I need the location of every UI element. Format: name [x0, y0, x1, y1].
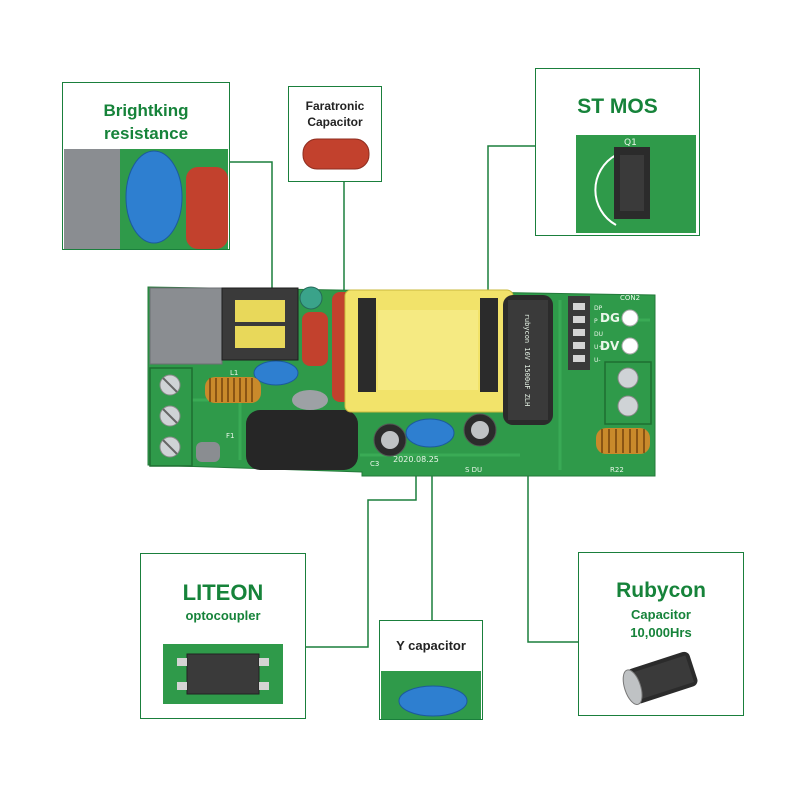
terminal-block-left: [149, 367, 193, 467]
common-mode-choke: [221, 287, 299, 361]
callout-y-capacitor: Y capacitor: [379, 620, 483, 720]
inductor-l1: [205, 377, 261, 403]
brightking-photo: [64, 149, 228, 249]
label-dg: DG: [600, 311, 620, 325]
electrolytic-capacitor-photo: [622, 651, 698, 705]
pin-label-0: DP: [594, 305, 603, 312]
svg-text:rubycon 16V 1500uF ZLH: rubycon 16V 1500uF ZLH: [523, 314, 531, 407]
output-inductor: [596, 428, 650, 454]
rubycon-subtitle: Capacitor: [631, 607, 691, 622]
st-mos-title: ST MOS: [577, 95, 658, 118]
rubycon-lifetime: 10,000Hrs: [630, 625, 692, 640]
label-r22: R22: [610, 466, 624, 474]
terminal-block-right: [604, 361, 652, 425]
callout-brightking: Brightking resistance: [62, 82, 230, 250]
thermistor: [292, 390, 328, 410]
fuse-f1: [196, 442, 220, 462]
callout-faratronic: Faratronic Capacitor: [288, 86, 382, 182]
power-inductor: [246, 410, 358, 470]
callout-st-mos: ST MOS Q1: [535, 68, 700, 236]
fuse-block: [149, 287, 223, 365]
liteon-title: LITEON: [182, 580, 264, 605]
y-capacitor-title: Y capacitor: [396, 638, 466, 653]
film-capacitor-photo: [302, 138, 370, 170]
label-con2: CON2: [620, 294, 640, 302]
bulk-capacitor: rubycon 16V 1500uF ZLH: [503, 295, 553, 425]
brightking-title: Brightking: [103, 101, 189, 120]
callout-liteon: LITEON optocoupler: [140, 553, 306, 719]
liteon-subtitle: optocoupler: [185, 608, 261, 623]
faratronic-title: Faratronic: [305, 99, 365, 113]
leader-st-mos: [487, 145, 535, 300]
optocoupler-photo: [163, 644, 283, 704]
label-c3: C3: [370, 460, 379, 468]
pin-label-4: U-: [594, 357, 601, 364]
leader-rubycon: [527, 425, 578, 643]
board-y-cap-bottom: [405, 418, 455, 448]
pin-label-3: U+: [594, 344, 603, 351]
small-green-cap: [299, 286, 323, 310]
leader-liteon: [306, 475, 417, 648]
film-cap-1: [302, 312, 328, 366]
faratronic-subtitle: Capacitor: [307, 115, 363, 129]
mosfet-photo: Q1: [576, 135, 696, 233]
board-date: 2020.08.25: [393, 455, 439, 464]
pin-label-2: DU: [594, 331, 603, 338]
rubycon-title: Rubycon: [616, 579, 706, 602]
label-dv: DV: [600, 339, 620, 353]
y-capacitor-photo: [381, 671, 481, 719]
q1-label: Q1: [624, 138, 637, 148]
brightking-subtitle: resistance: [103, 124, 189, 143]
board-y-cap-top: [253, 360, 299, 386]
callout-rubycon: Rubycon Capacitor 10,000Hrs: [578, 552, 744, 716]
label-sdu: S DU: [465, 466, 482, 474]
label-l1: L1: [230, 369, 238, 377]
label-f1: F1: [226, 432, 234, 440]
transformer: [344, 289, 514, 413]
pin-label-1: P: [594, 318, 598, 325]
